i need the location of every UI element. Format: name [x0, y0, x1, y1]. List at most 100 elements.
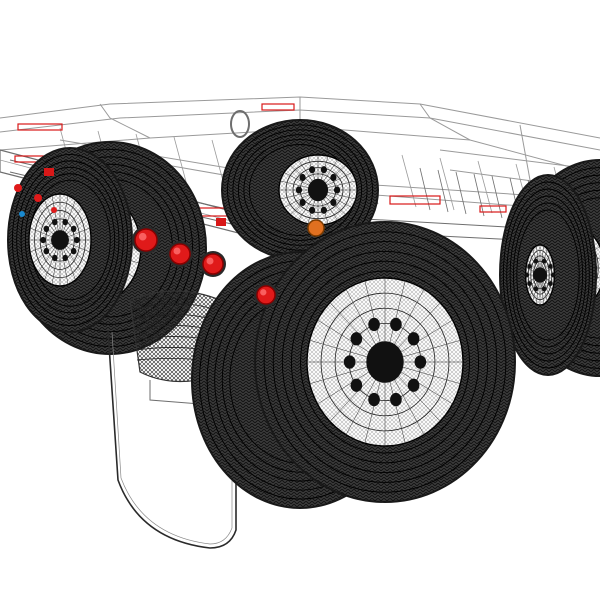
lug-nut: [52, 218, 58, 226]
tire-ring: [20, 166, 120, 314]
tire-ring: [290, 260, 480, 464]
red-reflector-icon: [51, 207, 57, 213]
lug-nut: [74, 236, 80, 244]
cross-member: [491, 175, 503, 219]
red-reflector-icon: [14, 184, 22, 192]
lug-nut: [350, 332, 363, 346]
lug-nut: [320, 166, 328, 174]
red-lamp-icon: [169, 243, 191, 265]
lug-nut: [527, 281, 532, 287]
lug-nut: [524, 272, 530, 278]
lug-nut: [62, 254, 68, 262]
lug-nut: [368, 392, 380, 407]
tire-ring: [509, 195, 587, 355]
tire-ring: [300, 270, 470, 454]
red-lamp-icon: [202, 253, 224, 275]
frame-rail: [419, 103, 471, 141]
lug-nut: [70, 247, 77, 255]
tire-ring: [24, 173, 116, 307]
frame-rail: [99, 103, 151, 139]
mudflap-outline: [107, 329, 237, 549]
hub: [51, 230, 69, 250]
lamp-glare: [260, 289, 267, 296]
lug-nut: [350, 378, 363, 392]
tire-ring: [263, 231, 507, 493]
tail-light-3: [200, 251, 226, 277]
lug-nut: [43, 225, 50, 233]
lug-nut: [40, 236, 46, 244]
lug-nut: [414, 355, 427, 369]
tire-ring: [506, 188, 590, 362]
tail-light-2: [167, 241, 193, 267]
lug-nut: [548, 263, 553, 269]
lamp-glare: [173, 247, 181, 255]
lug-nut: [70, 225, 77, 233]
cross-member: [173, 136, 189, 190]
cross-member: [401, 154, 417, 208]
lug-nut: [548, 281, 553, 287]
lug-nut: [299, 173, 306, 182]
lug-nut: [299, 198, 306, 207]
mudflap: [107, 329, 237, 549]
lug-nut: [390, 392, 402, 407]
cross-member: [437, 169, 449, 213]
lug-nut: [541, 286, 547, 292]
front-wheel-outer: [254, 221, 516, 503]
rear-axle-far-wheels: [221, 119, 379, 261]
right-side-wheels: [499, 159, 600, 377]
lug-nut: [390, 317, 402, 332]
cross-member: [473, 173, 485, 217]
hub: [533, 267, 547, 283]
hub: [307, 178, 329, 202]
lug-nut: [368, 317, 380, 332]
lamp-glare: [138, 232, 147, 241]
lug-nut: [330, 173, 337, 182]
red-lamp-icon: [134, 228, 158, 252]
lug-nut: [533, 286, 539, 292]
lug-nut: [550, 272, 556, 278]
lamp-glare: [206, 257, 214, 265]
lug-nut: [295, 186, 303, 194]
blue-marker-icon: [19, 211, 25, 217]
lug-nut: [320, 206, 328, 214]
lug-nut: [407, 378, 420, 392]
red-reflector-icon: [44, 168, 54, 176]
lug-nut: [343, 355, 356, 369]
lug-nut: [533, 258, 539, 264]
lug-nut: [527, 263, 532, 269]
cross-member: [419, 167, 431, 211]
tire-ring: [272, 241, 498, 483]
cross-member: [455, 171, 467, 215]
tire-ring: [232, 129, 368, 251]
hub: [366, 341, 404, 383]
front-dual-wheel-assembly: [191, 221, 516, 509]
tire-ring: [16, 160, 124, 320]
deck-reflector: [17, 123, 63, 131]
lug-nut: [308, 166, 316, 174]
orange-marker-icon: [307, 219, 325, 237]
lug-nut: [62, 218, 68, 226]
tire-ring: [512, 202, 584, 348]
deck-reflector: [389, 195, 441, 205]
back-wheel-outer: [221, 119, 379, 261]
lug-nut: [330, 198, 337, 207]
red-reflector-icon: [216, 218, 226, 226]
deck-reflector: [261, 103, 295, 111]
tire-ring: [237, 134, 363, 246]
cross-member: [439, 157, 455, 211]
cross-member: [477, 160, 493, 214]
left-wheel-inner: [7, 147, 133, 333]
tail-light-1: [132, 226, 160, 254]
lug-nut: [43, 247, 50, 255]
lug-nut: [541, 258, 547, 264]
mudflap-inner-edge: [111, 331, 233, 545]
tire-ring: [281, 250, 489, 474]
tire-ring: [502, 181, 594, 369]
tail-light-4: [254, 283, 278, 307]
red-lamp-icon: [256, 285, 276, 305]
tail-lights-group: [14, 168, 325, 307]
lug-nut: [407, 332, 420, 346]
deck-reflector: [479, 205, 507, 213]
